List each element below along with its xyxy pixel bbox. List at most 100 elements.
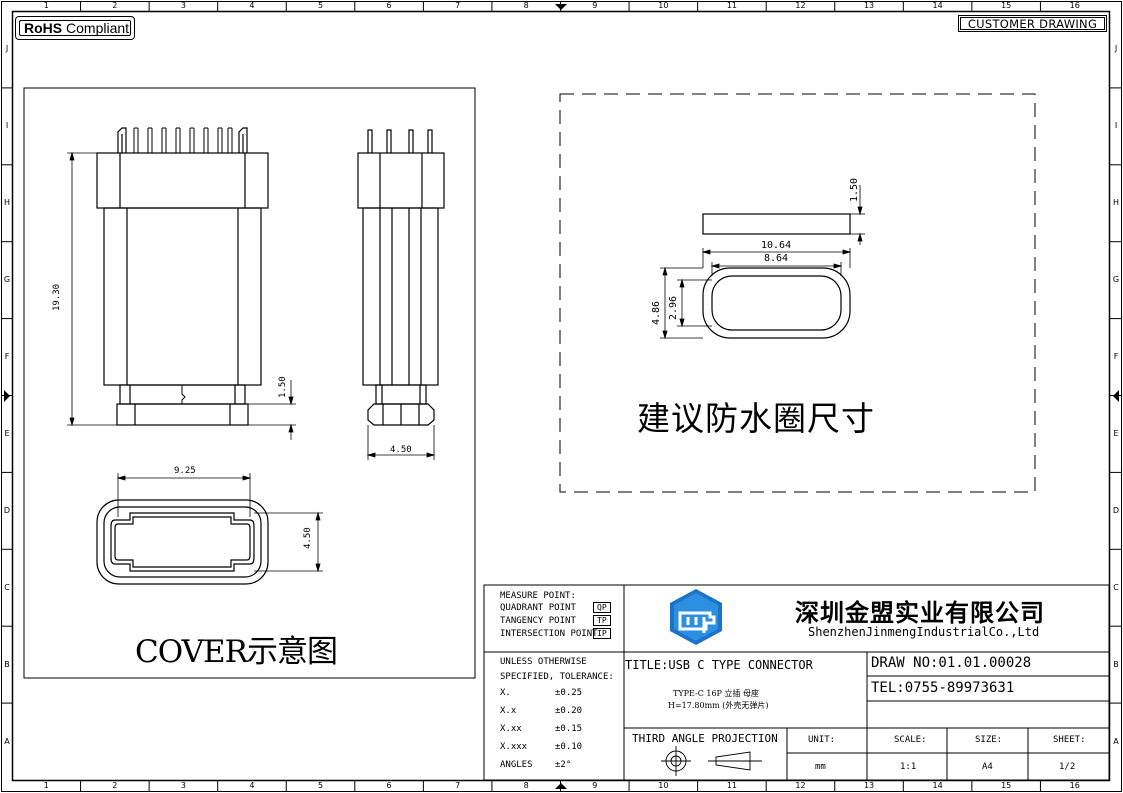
row-label-left: B: [4, 659, 10, 669]
tolerance-value: ±0.20: [555, 706, 583, 716]
drawing-title: TITLE:USB C TYPE CONNECTOR: [625, 658, 813, 672]
row-label-right: D: [1112, 505, 1120, 515]
column-label-bottom: 8: [523, 781, 529, 790]
tolerance-value: ±2°: [555, 760, 572, 770]
column-label-top: 11: [726, 1, 737, 10]
measure-point-code: QP: [593, 602, 611, 613]
dim-side-width: 4.50: [390, 445, 412, 455]
column-label-top: 6: [386, 1, 392, 10]
telephone: TEL:0755-89973631: [871, 680, 1015, 696]
centering-arrow-left: [4, 390, 10, 402]
third-angle-symbol: [661, 746, 762, 776]
tolerance-value: ±0.10: [555, 742, 583, 752]
row-label-right: C: [1113, 582, 1119, 592]
row-label-left: I: [5, 121, 9, 131]
unit-value: mm: [815, 762, 826, 772]
centering-arrow-top: [555, 4, 567, 10]
tolerance-label: X.: [500, 688, 511, 698]
column-label-bottom: 9: [592, 781, 598, 790]
scale-label: SCALE:: [894, 735, 927, 745]
ring-view-frame: [559, 93, 1036, 493]
column-label-top: 1: [43, 1, 49, 10]
column-label-bottom: 3: [180, 781, 186, 790]
row-label-left: E: [4, 428, 10, 438]
centering-arrow-bottom: [555, 783, 567, 789]
column-label-bottom: 5: [317, 781, 324, 790]
row-label-left: F: [4, 352, 10, 362]
column-label-bottom: 11: [726, 781, 737, 790]
size-label: SIZE:: [975, 735, 1003, 745]
drawing-subtitle-1: TYPE-C 16P 立插 母座: [673, 689, 760, 698]
cover-top-view: [96, 473, 323, 585]
measure-point-code: IP: [593, 628, 611, 639]
cover-view-frame: [23, 87, 476, 679]
column-label-top: 9: [592, 1, 598, 10]
row-label-left: G: [3, 275, 11, 285]
column-label-top: 15: [1001, 1, 1012, 10]
tolerance-label: X.x: [500, 706, 517, 716]
rohs-compliant: Compliant: [66, 20, 130, 36]
ring-inner-outline: [711, 275, 842, 331]
ring-caption: 建议防水圈尺寸: [637, 399, 875, 438]
dim-ring-width: 9.25: [174, 466, 196, 476]
column-label-top: 3: [180, 1, 186, 10]
tolerance-label: X.xxx: [500, 742, 528, 752]
column-label-top: 8: [523, 1, 529, 10]
row-label-right: E: [1113, 428, 1119, 438]
ring-outer-outline: [702, 267, 851, 339]
column-label-top: 2: [112, 1, 118, 10]
customer-drawing-badge: CUSTOMER DRAWING: [958, 15, 1107, 32]
drawing-subtitle-2: H=17.80mm (外壳无弹片): [668, 701, 769, 710]
measure-point-label: QUADRANT POINT: [500, 603, 576, 613]
column-label-top: 16: [1069, 1, 1080, 10]
front-view: [67, 127, 296, 440]
draw-number: DRAW NO:01.01.00028: [871, 655, 1032, 671]
tolerance-heading-2: SPECIFIED, TOLERANCE:: [500, 672, 614, 682]
column-label-bottom: 16: [1069, 781, 1080, 790]
tolerance-value: ±0.15: [555, 724, 583, 734]
company-name-cn: 深圳金盟实业有限公司: [795, 599, 1045, 627]
row-label-left: A: [4, 736, 10, 746]
measure-point-code: TP: [593, 615, 611, 626]
column-label-top: 10: [658, 1, 669, 10]
column-label-bottom: 6: [386, 781, 392, 790]
column-label-top: 12: [795, 1, 806, 10]
measure-point-label: TANGENCY POINT: [500, 616, 576, 626]
row-label-left: D: [3, 505, 11, 515]
side-view: [357, 129, 445, 460]
column-label-bottom: 15: [1001, 781, 1012, 790]
centering-arrow-right: [1113, 390, 1119, 402]
row-label-right: H: [1112, 198, 1119, 208]
tolerance-value: ±0.25: [555, 688, 583, 698]
ring-side-profile: [702, 213, 851, 235]
column-label-bottom: 7: [455, 781, 461, 790]
measure-point-heading: MEASURE POINT:: [500, 591, 576, 601]
column-label-bottom: 13: [863, 781, 875, 790]
row-label-right: G: [1112, 275, 1120, 285]
column-label-bottom: 10: [658, 781, 669, 790]
row-label-right: F: [1113, 352, 1119, 362]
size-value: A4: [982, 762, 993, 772]
unit-label: UNIT:: [808, 735, 836, 745]
column-label-bottom: 1: [43, 781, 49, 790]
company-logo-icon: [670, 589, 722, 645]
sheet-value: 1/2: [1059, 762, 1076, 772]
customer-drawing-label: CUSTOMER DRAWING: [967, 17, 1098, 31]
rohs-badge: RoHS Compliant: [15, 16, 135, 40]
row-label-left: H: [3, 198, 10, 208]
column-label-top: 13: [863, 1, 875, 10]
column-label-bottom: 12: [795, 781, 806, 790]
column-label-top: 4: [249, 1, 255, 10]
company-name-en: ShenzhenJinmengIndustrialCo.,Ltd: [808, 625, 1040, 639]
column-label-top: 7: [455, 1, 461, 10]
row-label-left: C: [4, 582, 10, 592]
column-label-top: 5: [317, 1, 324, 10]
column-label-bottom: 4: [249, 781, 255, 790]
cover-caption: COVER示意图: [135, 634, 338, 670]
projection-label: THIRD ANGLE PROJECTION: [632, 732, 778, 745]
measure-point-label: INTERSECTION POINT: [500, 629, 598, 639]
